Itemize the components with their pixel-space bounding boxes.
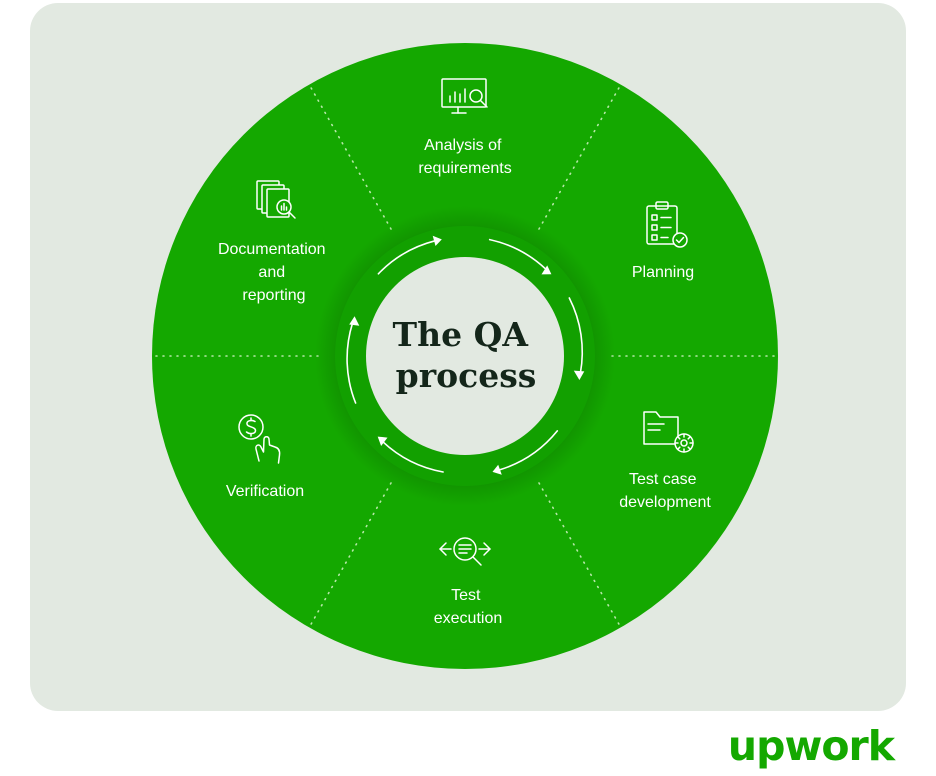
cycle-arrows — [346, 235, 585, 475]
stage-label-line: Documentation — [218, 241, 326, 258]
diagram-title-line-2: process — [396, 356, 537, 395]
stage-verification: Verification — [226, 414, 304, 500]
stage-test-case-development: Test case development — [619, 411, 711, 511]
magnifier-arrows-icon — [439, 537, 491, 566]
clipboard-checklist-icon — [646, 201, 688, 248]
stage-label-line: and — [258, 264, 285, 281]
svg-text:Documentation and: Documentation and reporting — [218, 241, 330, 304]
center-disc — [366, 257, 564, 455]
stage-test-execution: Test execution — [434, 537, 503, 627]
stage-label-line: development — [619, 494, 711, 511]
divider-top-left — [309, 85, 392, 230]
chart-monitor-magnifier-icon — [441, 78, 488, 114]
stage-label-line: execution — [434, 610, 503, 627]
stage-label-line: Verification — [226, 483, 304, 500]
stage-analysis-of-requirements: Analysis of requirements — [418, 78, 512, 177]
cycle-arrow-4 — [498, 430, 559, 471]
cycle-arrow-5 — [381, 440, 444, 473]
cycle-arrow-1 — [377, 240, 436, 275]
stage-label-line: Planning — [632, 264, 694, 281]
svg-text:Planning: Planning — [632, 264, 694, 281]
cycle-arrow-2 — [488, 238, 548, 271]
cycle-arrow-6 — [346, 322, 357, 404]
stage-label-line: requirements — [418, 160, 511, 177]
cycle-arrow-3 — [568, 297, 583, 374]
stage-label-line: Analysis of — [424, 137, 502, 154]
stage-label-line: Test — [451, 587, 481, 604]
stage-planning: Planning — [632, 201, 694, 281]
hand-dollar-coin-icon — [238, 414, 281, 464]
stage-label-line: reporting — [242, 287, 305, 304]
diagram-title: The QA process — [393, 315, 540, 395]
segment-dividers — [152, 85, 778, 627]
divider-bottom-right — [538, 482, 621, 627]
svg-text:Verification: Verification — [226, 483, 304, 500]
svg-text:Test case development: Test case development — [619, 471, 711, 511]
diagram-title-line-1: The QA — [393, 315, 529, 354]
svg-text:Analysis of requirements: Analysis of requirements — [418, 137, 511, 177]
divider-bottom-left — [309, 482, 392, 627]
stage-documentation-and-reporting: Documentation and reporting — [218, 180, 330, 304]
svg-text:Test execution: Test execution — [434, 587, 503, 627]
folder-gear-icon — [643, 411, 694, 453]
stage-label-line: Test case — [629, 471, 697, 488]
upwork-logo: upwork — [728, 722, 897, 770]
documents-magnifier-icon — [256, 180, 296, 219]
divider-top-right — [538, 85, 621, 230]
